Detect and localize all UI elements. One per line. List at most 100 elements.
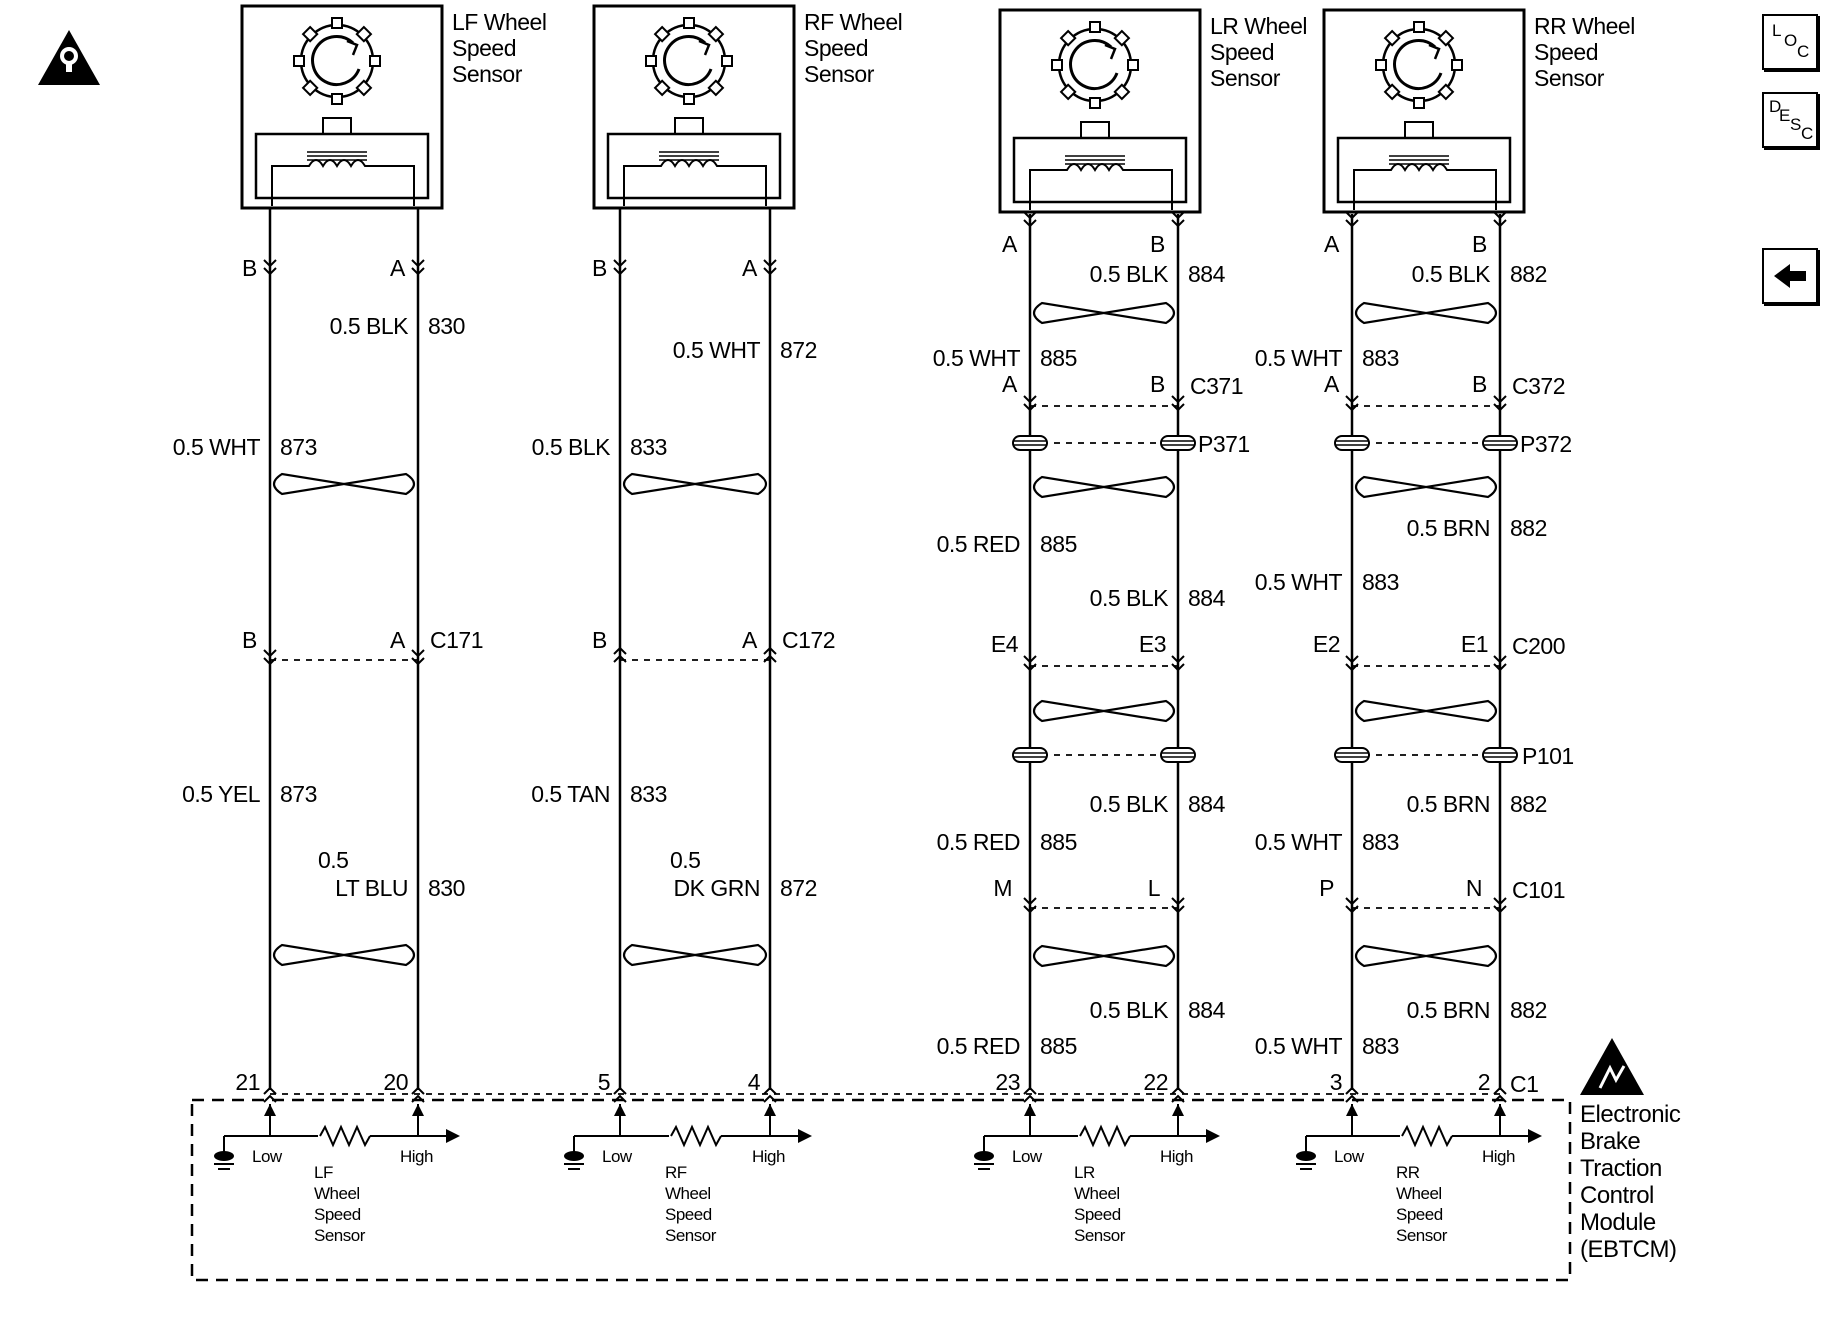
- wire-circuit-label: 882: [1510, 515, 1547, 541]
- sensor-title: Speed: [452, 35, 516, 61]
- wire-circuit-label: 883: [1362, 1033, 1399, 1059]
- tone-ring-tooth: [331, 17, 343, 29]
- wire-color-label: 0.5 BRN: [1407, 515, 1490, 541]
- sensor-coil-housing: [1336, 136, 1512, 204]
- tone-ring-tooth: [1089, 97, 1101, 109]
- twisted-pair-icon: [1032, 301, 1176, 325]
- tone-ring-tooth: [683, 93, 695, 105]
- tone-ring-tooth: [369, 55, 381, 67]
- tone-ring-tooth: [355, 25, 373, 43]
- module-sensor-label: Speed: [1396, 1205, 1443, 1224]
- module-sensor-label: Speed: [665, 1205, 712, 1224]
- tone-ring-tooth: [1113, 29, 1131, 47]
- wire-circuit-label: 882: [1510, 261, 1547, 287]
- module-sensor-label: Sensor: [1074, 1226, 1126, 1245]
- sensor-body: [1322, 8, 1526, 214]
- description-button[interactable]: D E S C: [1762, 92, 1818, 148]
- loc-letter-c: C: [1797, 42, 1810, 61]
- arrow-icon: [798, 1129, 812, 1143]
- pin-label: E3: [1139, 631, 1166, 657]
- desc-letter-c: C: [1801, 124, 1814, 143]
- wire-circuit-label: 884: [1188, 791, 1226, 817]
- tone-ring-tooth: [1437, 29, 1455, 47]
- arrow-icon: [264, 1104, 276, 1116]
- connector-pin-icon: [1023, 211, 1037, 228]
- tone-ring-tooth: [1059, 83, 1077, 101]
- pin-number: 22: [1143, 1069, 1168, 1095]
- module-sensor-label: Speed: [1074, 1205, 1121, 1224]
- pin-number: 3: [1330, 1069, 1342, 1095]
- pin-label: A: [1002, 371, 1018, 397]
- pole-piece: [322, 117, 352, 135]
- caution-triangle-icon[interactable]: [38, 30, 100, 85]
- twisted-pair-icon: [272, 472, 416, 496]
- connector-name: C172: [782, 627, 835, 653]
- location-button[interactable]: L O C: [1762, 14, 1818, 70]
- sensor-body: [240, 4, 444, 210]
- twisted-pair-icon: [1354, 944, 1498, 968]
- sensor-title: LF Wheel: [452, 9, 546, 35]
- wire-color-label: 0.5 BLK: [1090, 261, 1169, 287]
- rotation-arrow-head: [698, 39, 711, 56]
- wire-circuit-label: 833: [630, 434, 667, 460]
- pin-label: E2: [1313, 631, 1340, 657]
- tone-ring-tooth: [707, 79, 725, 97]
- wire-color-label: DK GRN: [674, 875, 760, 901]
- pin-number: 4: [748, 1069, 761, 1095]
- tone-ring-tooth: [683, 17, 695, 29]
- pin-label: N: [1466, 875, 1482, 901]
- connector-pin-icon: [1345, 1086, 1359, 1103]
- tone-ring-tooth: [1437, 83, 1455, 101]
- wire-color-label: 0.5 WHT: [1255, 345, 1343, 371]
- pole-piece: [1080, 121, 1110, 139]
- ground-icon: [564, 1151, 584, 1161]
- twisted-pair-icon: [1354, 301, 1498, 325]
- module-sensor-label: Sensor: [314, 1226, 366, 1245]
- pole-piece: [674, 117, 704, 135]
- tone-ring-tooth: [653, 25, 671, 43]
- wire-circuit-label: 872: [780, 875, 817, 901]
- tone-ring-tooth: [1059, 29, 1077, 47]
- pin-label: B: [1472, 231, 1487, 257]
- module-sensor-label: Sensor: [1396, 1226, 1448, 1245]
- pin-number: 23: [995, 1069, 1020, 1095]
- resistor-icon: [1401, 1124, 1453, 1148]
- twisted-pair-icon: [1032, 699, 1176, 723]
- tone-ring-tooth: [293, 55, 305, 67]
- wire-color-label: LT BLU: [335, 875, 408, 901]
- wire-circuit-label: 882: [1510, 997, 1547, 1023]
- connector-pin-icon: [1171, 211, 1185, 228]
- connector-pin-icon: [1345, 211, 1359, 228]
- high-label: High: [1160, 1147, 1193, 1166]
- wire-color-label: 0.5 BLK: [1090, 997, 1169, 1023]
- wire-circuit-label: 830: [428, 313, 465, 339]
- rotation-arrow-icon: [1393, 39, 1443, 90]
- wire-color-label: 0.5 WHT: [173, 434, 261, 460]
- connector-name: C171: [430, 627, 483, 653]
- wire-circuit-label: 872: [780, 337, 817, 363]
- wire-circuit-label: 885: [1040, 1033, 1077, 1059]
- tone-ring-tooth: [1413, 21, 1425, 33]
- twisted-pair-icon: [622, 472, 768, 496]
- wire-color-label: 0.5 WHT: [673, 337, 761, 363]
- back-button[interactable]: [1762, 248, 1818, 304]
- twisted-pair-icon: [1032, 944, 1176, 968]
- arrow-icon: [1206, 1129, 1220, 1143]
- ground-icon: [214, 1151, 234, 1161]
- high-label: High: [1482, 1147, 1515, 1166]
- connector-pin-icon: [613, 1086, 627, 1103]
- tone-ring-tooth: [721, 55, 733, 67]
- tone-ring-tooth: [1451, 59, 1463, 71]
- wire-circuit-label: 885: [1040, 345, 1077, 371]
- pin-number: 5: [598, 1069, 610, 1095]
- sensor-title: LR Wheel: [1210, 13, 1307, 39]
- wire-circuit-label: 833: [630, 781, 667, 807]
- module-sensor-label: Wheel: [314, 1184, 360, 1203]
- pin-label: A: [1002, 231, 1018, 257]
- arrow-icon: [614, 1104, 626, 1116]
- sensor-title: RR Wheel: [1534, 13, 1635, 39]
- tone-ring-tooth: [1375, 59, 1387, 71]
- tone-ring-tooth: [355, 79, 373, 97]
- tone-ring-tooth: [1413, 97, 1425, 109]
- wire-circuit-label: 882: [1510, 791, 1547, 817]
